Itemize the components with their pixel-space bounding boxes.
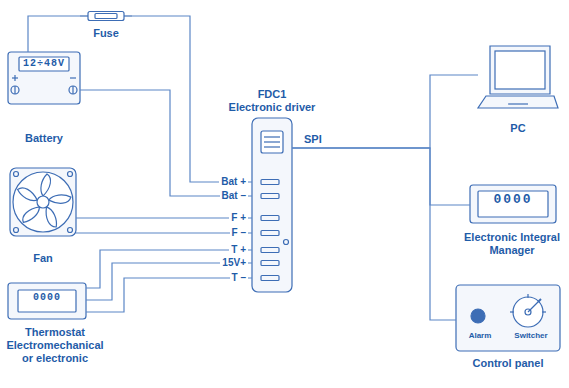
component-node: AlarmSwitcherControl panel (456, 285, 560, 373)
component-node: 0000Thermostat Electromechanical or elec… (8, 283, 86, 367)
wire-connector (28, 16, 80, 52)
battery-symbol (8, 52, 80, 104)
pin-label: F – (230, 227, 248, 239)
wire-connector (80, 90, 252, 196)
wire-connector (292, 75, 478, 148)
pin-label: F + (229, 212, 248, 224)
wire-connector (86, 250, 252, 288)
component-label: Fuse (80, 27, 132, 40)
wire-connector (86, 278, 252, 312)
component-label: Electronic driver (212, 101, 332, 114)
display-readout: 0000 (18, 292, 76, 304)
component-label: FDC1 (212, 88, 332, 101)
component-node: Fuse (80, 8, 132, 38)
component-label: Control panel (456, 357, 560, 370)
component-node: PC (478, 46, 558, 138)
pin-label: T + (229, 244, 248, 256)
component-node: Fan (10, 168, 76, 266)
fan-symbol (10, 168, 76, 236)
driver-body (252, 118, 292, 292)
display-readout: 12÷48V (19, 58, 69, 70)
component-node: 12÷48V Battery (8, 52, 80, 148)
wire-connector (132, 16, 252, 182)
component-label: Fan (10, 252, 76, 265)
fuse-symbol (80, 12, 132, 21)
component-label: Electronic Integral Manager (458, 231, 566, 257)
component-label: Switcher (504, 331, 558, 341)
bus-label: SPI (302, 133, 324, 146)
wire-connector (292, 148, 456, 320)
pin-label: T – (230, 272, 248, 284)
component-label: Alarm (458, 331, 502, 341)
pin-label: 15V+ (220, 257, 248, 269)
pin-label: Bat + (219, 176, 248, 188)
wire-connector (76, 217, 252, 218)
thermostat-symbol (8, 283, 86, 319)
component-label: Battery (8, 132, 80, 145)
control-panel-symbol (456, 285, 560, 351)
wire-connector (292, 148, 470, 205)
component-label: PC (478, 122, 558, 135)
pin-label: Bat – (220, 190, 248, 202)
laptop-symbol (478, 46, 558, 108)
component-label: Thermostat Electromechanical or electron… (3, 326, 107, 366)
wire-connector (76, 232, 252, 233)
component-node: FDC1Electronic driver (252, 118, 292, 292)
display-readout: 0000 (478, 192, 548, 208)
component-node: 0000Electronic Integral Manager (470, 185, 556, 271)
manager-symbol (470, 185, 556, 223)
